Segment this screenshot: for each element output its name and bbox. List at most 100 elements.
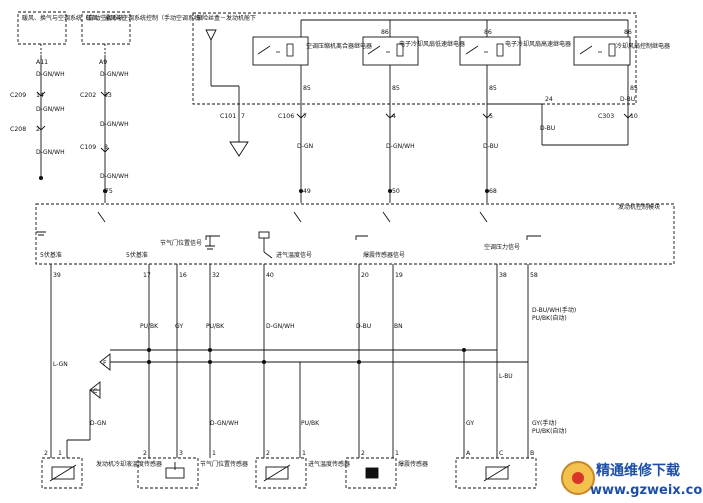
pin-85a: 85 (303, 85, 311, 92)
pin-24: 24 (545, 96, 553, 103)
wire-lbu: L-BU (499, 373, 513, 380)
pin-33: 33 (104, 92, 112, 99)
wire-dbu-2: D-BU (540, 125, 555, 132)
relay3-label: 电子冷却风扇高速继电器 (505, 40, 571, 48)
wire-pubk-auto: PU/BK(自动) (532, 314, 567, 322)
pin-50: 50 (392, 188, 400, 195)
connector-c202: C202 (80, 92, 96, 99)
watermark-text: 精通维修下载 (596, 462, 680, 479)
wire-dgnwh-7: D-GN/WH (386, 143, 415, 150)
signal-knock: 爆震传感器信号 (363, 251, 405, 259)
marker-f: F (103, 360, 107, 367)
sensor-pin-c: C (499, 450, 503, 457)
wire-dgnwh-8: D-GN/WH (266, 323, 295, 330)
sensor-knock-label: 爆震传感器 (398, 460, 428, 468)
pin-14: 14 (36, 92, 44, 99)
pin-85b: 85 (392, 85, 400, 92)
wire-pubk-auto2: PU/BK(自动) (532, 427, 567, 435)
pin-19: 19 (395, 272, 403, 279)
watermark-url: www.gzweix.com (590, 483, 703, 498)
relay4-label: 冷却风扇控制继电器 (616, 42, 670, 50)
watermark: 精通维修下载 www.gzweix.com (561, 461, 703, 498)
sensor-pin-2d: 2 (361, 450, 365, 457)
pin-38: 38 (499, 272, 507, 279)
signal-ac-pressure: 空调压力信号 (484, 243, 520, 251)
signal-iat: 进气温度信号 (276, 251, 312, 259)
pin-86b: 86 (484, 29, 492, 36)
pin-16: 16 (179, 272, 187, 279)
wire-dgnwh-5: D-GN/WH (100, 121, 129, 128)
signal-5v-ref-1: 5伏基准 (40, 251, 62, 259)
pin-32: 32 (212, 272, 220, 279)
connector-c109: C109 (80, 144, 96, 151)
hvac-manual-text: 暖风、通风与空调系统控制（手动空调系统） (86, 14, 206, 22)
hvac-auto-text: 暖风、换气与空调系统（自动空调系统） (22, 14, 130, 22)
sensor-pin-a: A (466, 450, 471, 457)
sensor-pin-b: B (530, 450, 534, 457)
sensor-pin-3b: 3 (179, 450, 183, 457)
pin-58: 58 (530, 272, 538, 279)
pin-49: 49 (303, 188, 311, 195)
ecm-outline (35, 203, 675, 265)
ecm-title: 发动机控制模块 (618, 203, 660, 211)
wire-dgnwh-6: D-GN/WH (100, 173, 129, 180)
sensor-pin-1a: 1 (58, 450, 62, 457)
wire-dbuwh-manual: D-BU/WH(手动) (532, 306, 576, 314)
relay-fan-low (362, 36, 419, 66)
wire-pubk-1: PU/BK (140, 323, 159, 330)
signal-throttle: 节气门位置信号 (160, 239, 202, 247)
fuse-box-outline (192, 12, 637, 105)
pin-86a: 86 (381, 29, 389, 36)
wire-dgnwh-4: D-GN/WH (100, 71, 129, 78)
pin-17: 17 (143, 272, 151, 279)
wire-dgnwh-1: D-GN/WH (36, 71, 65, 78)
pin-20: 20 (361, 272, 369, 279)
connector-c101: C101 (220, 113, 236, 120)
relay2-label: 电子冷却风扇低速继电器 (399, 40, 465, 48)
sensor-pin-1d: 1 (395, 450, 399, 457)
relay-fan-high (459, 36, 521, 66)
sensor-pin-2c: 2 (266, 450, 270, 457)
pin-5: 5 (489, 113, 493, 120)
connector-c106: C106 (278, 113, 294, 120)
pin-7a: 7 (241, 113, 245, 120)
wire-gy-1: GY (175, 323, 183, 330)
wire-gy-2: GY (466, 420, 474, 427)
wire-dgnwh-3: D-GN/WH (36, 149, 65, 156)
wire-bn-1: BN (394, 323, 403, 330)
sensor-pin-1b: 1 (212, 450, 216, 457)
wire-dbu-1: D-BU (483, 143, 498, 150)
wire-dgnwh-2: D-GN/WH (36, 106, 65, 113)
pin-85c: 85 (489, 85, 497, 92)
pin-68: 68 (489, 188, 497, 195)
pin-a11: A11 (36, 59, 48, 66)
wire-dgn-1: D-GN (297, 143, 313, 150)
signal-5v-ref-2: 5伏基准 (126, 251, 148, 259)
pin-75: 75 (105, 188, 113, 195)
pin-2: 2 (36, 126, 40, 133)
pin-40: 40 (266, 272, 274, 279)
fuse-box-title: 保险丝盒－发动机舱下 (196, 14, 256, 22)
pin-8: 8 (104, 144, 108, 151)
connector-c209: C209 (10, 92, 26, 99)
pin-85d: 85 (630, 85, 638, 92)
pin-4: 4 (392, 113, 396, 120)
sensor-pin-2a: 2 (44, 450, 48, 457)
sensor-tps-label: 节气门位置传感器 (200, 460, 248, 468)
sensor-ect-label: 发动机冷却液温度传感器 (96, 460, 162, 468)
relay-fan-control (573, 36, 631, 66)
wire-pubk-2: PU/BK (206, 323, 225, 330)
relay1-label: 空调压缩机离合器继电器 (306, 42, 372, 50)
pin-39: 39 (53, 272, 61, 279)
connector-c303: C303 (598, 113, 614, 120)
relay-ac-clutch (252, 36, 309, 66)
wire-dbu-4: D-BU (356, 323, 371, 330)
sensor-iat-label: 进气温度传感器 (308, 460, 350, 468)
connector-c208: C208 (10, 126, 26, 133)
wire-lgn: L-GN (53, 361, 68, 368)
wire-dgn-2: D-GN (90, 420, 106, 427)
pin-a9: A9 (99, 59, 107, 66)
wire-dgnwh-9: D-GN/WH (210, 420, 239, 427)
wire-dbu-3: D-BU (620, 96, 635, 103)
